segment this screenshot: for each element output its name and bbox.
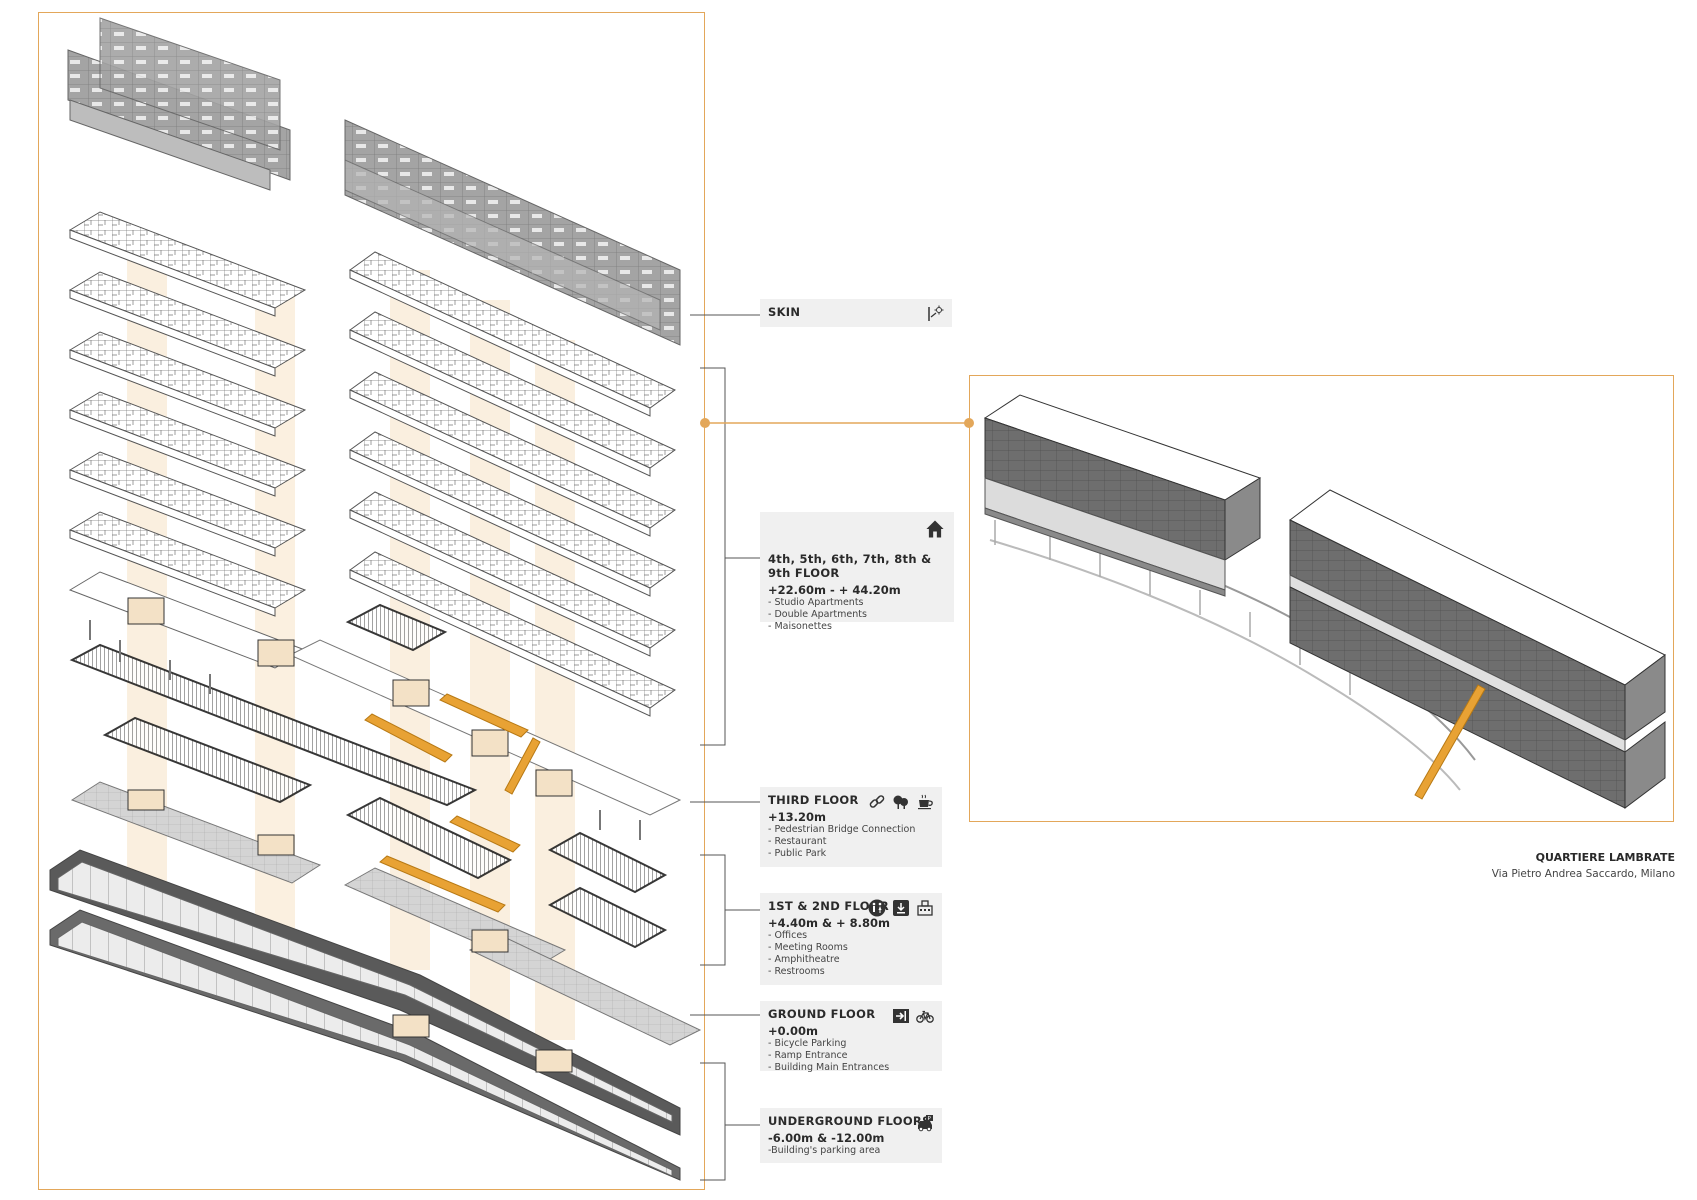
link-icon — [869, 795, 885, 808]
legend-third-level: +13.20m — [768, 810, 826, 824]
legend-residential-level: +22.60m - + 44.20m — [768, 583, 901, 597]
railing-rings — [69, 603, 668, 949]
exploded-axonometric-frame — [38, 12, 705, 1190]
list-item: - Ramp Entrance — [768, 1050, 848, 1061]
svg-text:P: P — [928, 1116, 932, 1122]
legend-skin: SKIN — [760, 299, 952, 327]
project-address: Via Pietro Andrea Saccardo, Milano — [1491, 868, 1675, 880]
list-item: - Bicycle Parking — [768, 1038, 847, 1049]
legend-underground-floors: UNDERGROUND FLOORS -6.00m & -12.00m -Bui… — [760, 1108, 942, 1163]
legend-third-title: THIRD FLOOR — [768, 793, 859, 807]
entrance-icon — [893, 1009, 909, 1023]
skin-left-panels — [67, 17, 291, 191]
coffee-cup-icon — [918, 794, 933, 810]
legend-third-floor: THIRD FLOOR +13.20m - Pedestrian Bridge … — [760, 787, 942, 867]
list-item: -Building's parking area — [768, 1145, 881, 1156]
list-item: - Offices — [768, 930, 808, 941]
perspective-view-frame — [969, 375, 1674, 822]
legend-underground-title: UNDERGROUND FLOORS — [768, 1114, 931, 1128]
list-item: - Pedestrian Bridge Connection — [768, 824, 916, 835]
legend-ground-level: +0.00m — [768, 1024, 818, 1038]
leader-lines — [690, 314, 760, 1181]
list-item: - Building Main Entrances — [768, 1062, 890, 1073]
legend-residential: 4th, 5th, 6th, 7th, 8th & 9th FLOOR +22.… — [760, 512, 954, 632]
sun-shading-icon — [928, 305, 944, 321]
project-title: QUARTIERE LAMBRATE — [1535, 851, 1675, 864]
list-item: - Maisonettes — [768, 621, 832, 632]
restroom-icon — [868, 899, 886, 917]
skin-right-panels — [344, 119, 681, 346]
bicycle-icon — [916, 1010, 934, 1023]
list-item: - Studio Apartments — [768, 597, 864, 608]
list-item: - Meeting Rooms — [768, 942, 848, 953]
left-residential-floors — [68, 211, 307, 669]
list-item: - Amphitheatre — [768, 954, 840, 965]
house-icon — [926, 520, 944, 538]
list-item: - Double Apartments — [768, 609, 867, 620]
list-item: - Public Park — [768, 848, 827, 859]
legend-first-second-level: +4.40m & + 8.80m — [768, 916, 891, 930]
underground-slabs — [49, 849, 681, 1181]
tree-icon — [893, 795, 908, 809]
car-parking-icon: P — [918, 1115, 933, 1132]
legend-ground-floor: GROUND FLOOR +0.00m - Bicycle Parking - … — [760, 1001, 942, 1073]
orange-ramps — [364, 693, 541, 913]
public-park-slab — [89, 620, 682, 840]
office-icon — [917, 900, 933, 916]
right-residential-floors — [349, 251, 676, 717]
legend-ground-title: GROUND FLOOR — [768, 1007, 876, 1021]
legend-first-second-floor: 1ST & 2ND FLOOR +4.40m & + 8.80m - Offic… — [760, 893, 942, 985]
list-item: - Restaurant — [768, 836, 827, 847]
legend-residential-title: 4th, 5th, 6th, 7th, 8th & 9th FLOOR — [768, 552, 932, 580]
download-icon — [893, 900, 909, 916]
core-boxes — [127, 597, 573, 1073]
perspective-building — [983, 394, 1666, 809]
list-item: - Restrooms — [768, 966, 825, 977]
legend-skin-title: SKIN — [768, 305, 801, 319]
legend-underground-level: -6.00m & -12.00m — [768, 1131, 885, 1145]
connector-line — [700, 418, 974, 428]
legend-first-second-title: 1ST & 2ND FLOOR — [768, 899, 890, 913]
